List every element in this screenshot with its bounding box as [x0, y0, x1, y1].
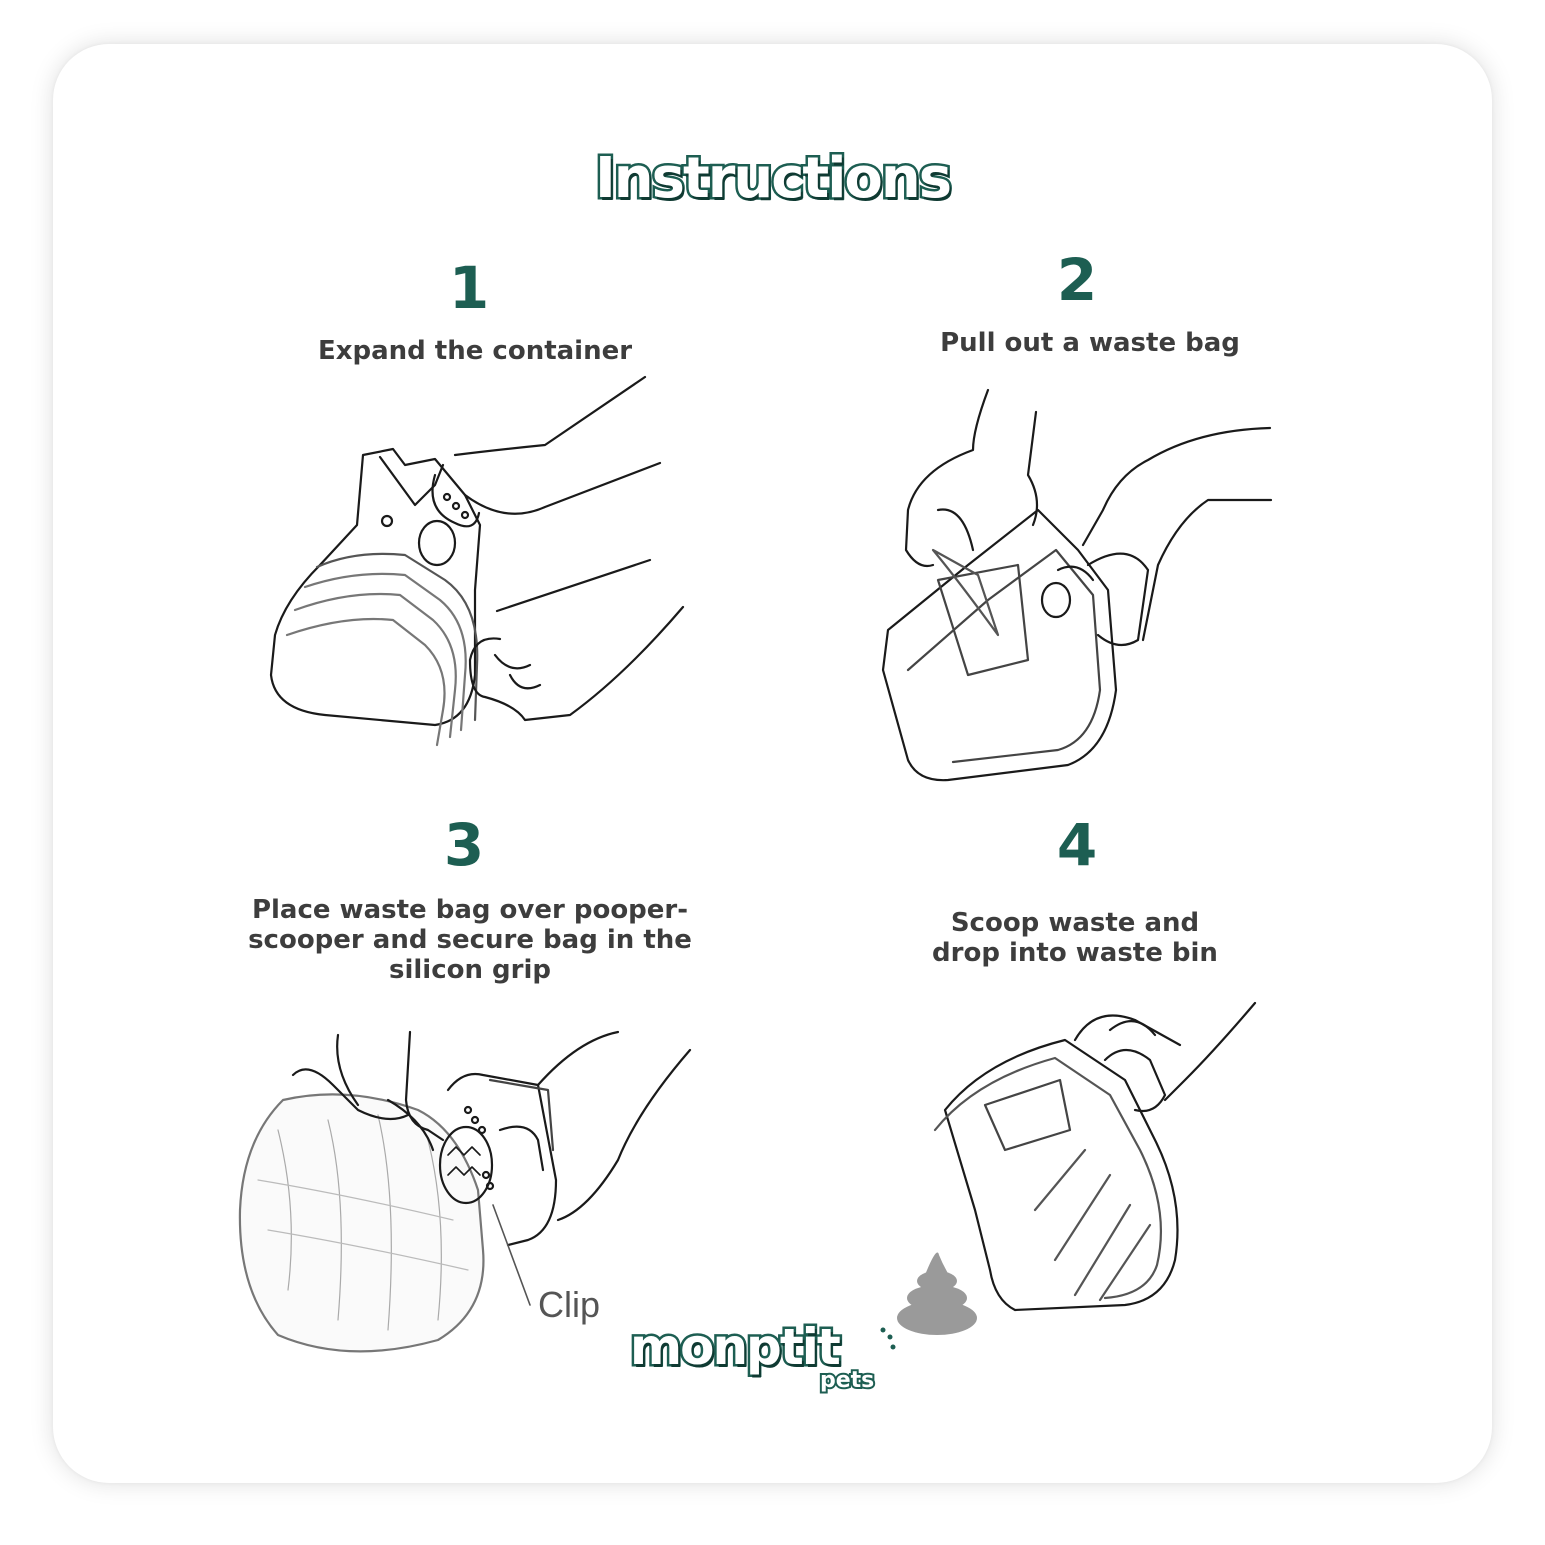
step-4-caption: Scoop waste and drop into waste bin: [932, 908, 1218, 968]
step-2-caption: Pull out a waste bag: [940, 328, 1240, 358]
brand-logo-name: monptit: [628, 1316, 844, 1379]
step-3-caption: Place waste bag over pooper- scooper and…: [248, 895, 692, 985]
step-4-number: 4: [1056, 811, 1098, 879]
sparkle-dots-icon: [880, 1327, 896, 1350]
hands-pulling-waste-bag-icon: [878, 390, 1278, 785]
step-2-number: 2: [1056, 246, 1098, 314]
brand-logo-sub: pets: [818, 1366, 876, 1395]
waste-pile-icon: [897, 1252, 977, 1335]
hand-scooping-waste-icon: [897, 1000, 1265, 1335]
clip-callout: Clip: [538, 1284, 601, 1325]
page-title: Instructions: [592, 144, 954, 214]
brand-logo: monptit pets: [628, 1316, 900, 1408]
hands-securing-bag-clip-icon: [238, 1030, 698, 1365]
step-1-number: 1: [448, 254, 490, 322]
step-1-caption: Expand the container: [317, 336, 633, 366]
hands-expanding-container-icon: [265, 375, 695, 760]
step-3-number: 3: [443, 811, 485, 879]
